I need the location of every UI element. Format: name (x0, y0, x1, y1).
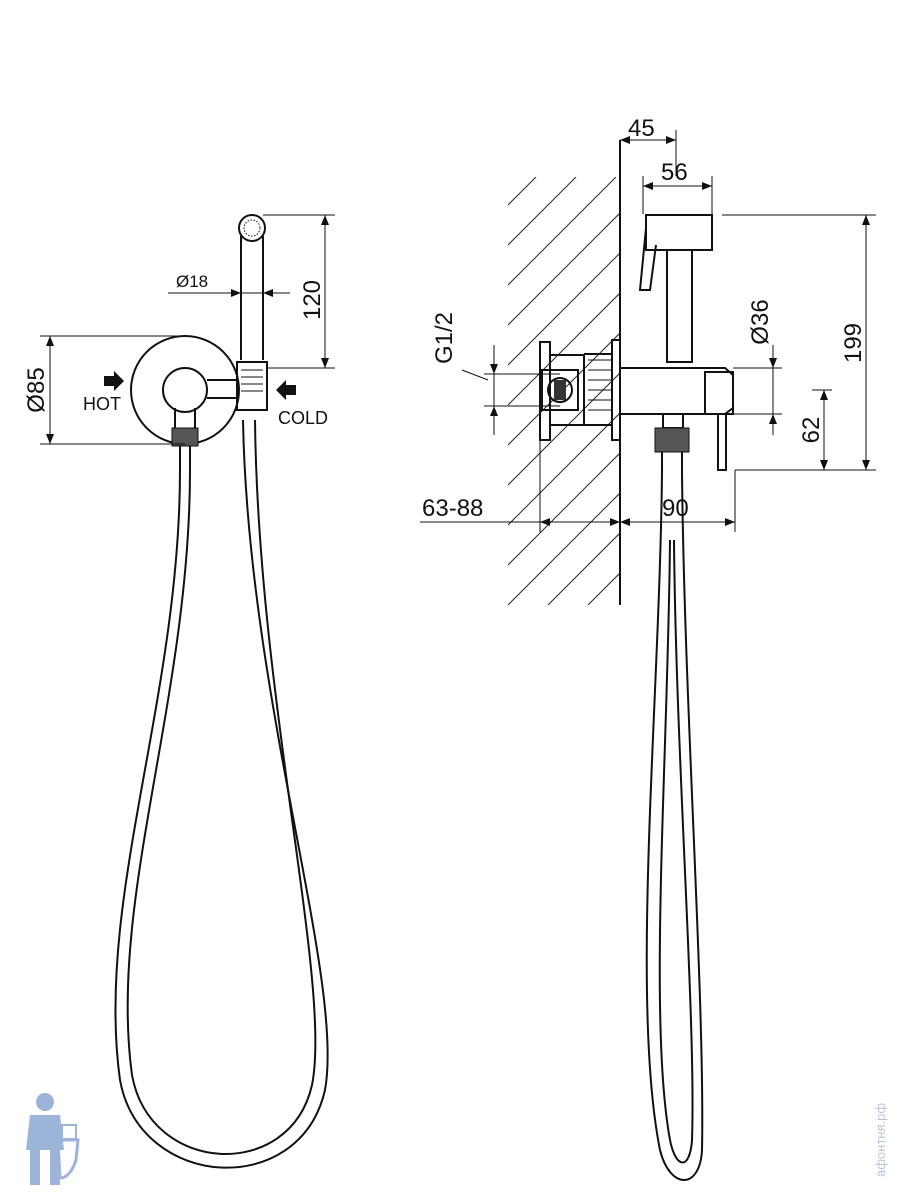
handset-holder (236, 361, 268, 411)
spray-head-face (238, 214, 266, 242)
dim-projection-90: 90 (662, 495, 689, 522)
thread-fitting (541, 369, 579, 411)
dim-height-199: 199 (840, 323, 867, 363)
handset-stem (666, 250, 693, 363)
trigger-lever (638, 227, 657, 291)
dim-diameter-85: Ø85 (23, 367, 50, 412)
dim-height-120: 120 (299, 280, 326, 320)
hose-nut-left (171, 427, 199, 447)
dim-width-56: 56 (661, 159, 688, 186)
label-cold: COLD (278, 408, 328, 428)
mascot-logo (26, 1093, 80, 1185)
dim-install-63-88: 63-88 (422, 495, 483, 522)
dim-diameter-36: Ø36 (747, 299, 774, 344)
handset-head (645, 214, 713, 251)
valve-flange (539, 341, 551, 441)
dim-diameter-18: Ø18 (176, 272, 208, 291)
hose-nut-side (654, 427, 690, 453)
dim-height-62: 62 (798, 417, 825, 444)
hot-arrow-icon (104, 371, 124, 391)
label-hot: HOT (83, 394, 121, 414)
mixer-body (620, 367, 734, 415)
side-view: 45 56 G1/2 Ø36 199 62 (420, 115, 876, 1181)
dim-thread-g12: G1/2 (431, 312, 458, 364)
lever-knob (162, 367, 208, 413)
front-view: Ø18 120 Ø85 HOT COLD (23, 214, 335, 1169)
hose-loop-front (114, 419, 329, 1169)
hose-loop-side (645, 469, 704, 1181)
dim-depth-45: 45 (628, 115, 655, 142)
cold-arrow-icon (276, 380, 296, 400)
watermark-site: афонтня.рф (873, 1103, 888, 1177)
